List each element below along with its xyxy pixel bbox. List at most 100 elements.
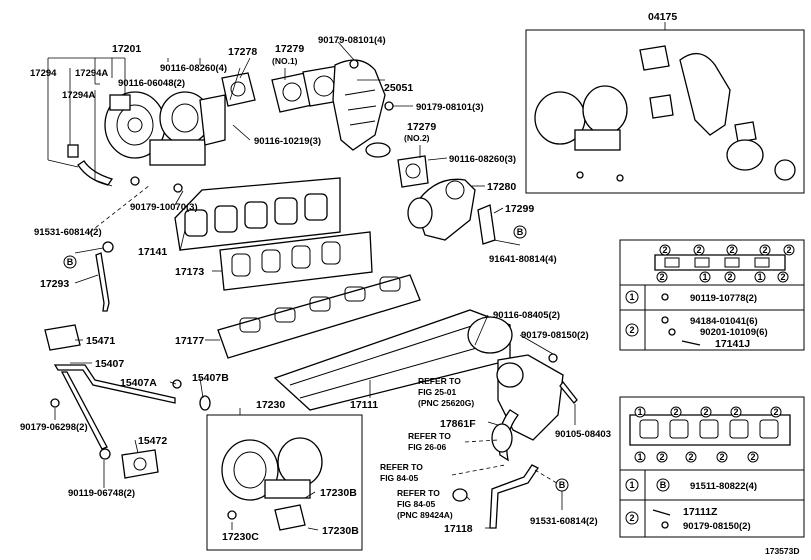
svg-text:2: 2 xyxy=(703,407,708,417)
label-90119-06748: 90119-06748(2) xyxy=(68,488,135,499)
label-17230b-2: 17230B xyxy=(322,525,359,537)
label-17861f: 17861F xyxy=(440,418,476,430)
svg-text:17141J: 17141J xyxy=(715,338,750,350)
gasket-17279-no2 xyxy=(397,155,429,188)
svg-text:2: 2 xyxy=(773,407,778,417)
reference-notes: REFER TO FIG 25-01 (PNC 25620G) REFER TO… xyxy=(380,376,474,520)
bolt-90179-06298 xyxy=(50,398,60,408)
gasket-17177 xyxy=(217,274,421,359)
label-90116-08260-4: 90116-08260(4) xyxy=(160,63,227,74)
svg-text:REFER TO: REFER TO xyxy=(418,376,461,386)
svg-text:2: 2 xyxy=(786,245,791,255)
intake-manifold-17111 xyxy=(273,309,513,411)
label-17293: 17293 xyxy=(40,278,69,290)
svg-text:1: 1 xyxy=(757,272,762,282)
label-15407: 15407 xyxy=(95,358,124,370)
label-90179-08101-3: 90179-08101(3) xyxy=(416,102,484,113)
kit-04175 xyxy=(534,45,796,182)
label-17111: 17111 xyxy=(350,399,378,411)
bolt-90119-06748 xyxy=(99,448,111,460)
bracket-17299 xyxy=(477,204,496,245)
label-17294a-1: 17294A xyxy=(75,68,108,79)
b-marker-bottom: B xyxy=(555,478,569,492)
pipe-15407 xyxy=(53,364,176,404)
label-91531-bot: 91531-60814(2) xyxy=(530,516,598,527)
exhaust-manifold-17141 xyxy=(174,177,341,251)
label-90179-06298: 90179-06298(2) xyxy=(20,422,88,433)
svg-text:2: 2 xyxy=(762,245,767,255)
label-90179-08150: 90179-08150(2) xyxy=(521,330,589,341)
pipe-17280 xyxy=(407,178,476,241)
label-17201: 17201 xyxy=(112,43,141,55)
svg-text:2: 2 xyxy=(696,245,701,255)
svg-text:FIG 84-05: FIG 84-05 xyxy=(397,499,436,509)
label-90116-10219: 90116-10219(3) xyxy=(254,136,321,147)
gasket-15472 xyxy=(121,449,159,479)
label-90105-08403: 90105-08403 xyxy=(555,429,611,440)
label-91641: 91641-80814(4) xyxy=(489,254,557,265)
svg-text:2: 2 xyxy=(629,513,634,523)
label-17279-no2: 17279 xyxy=(407,121,436,133)
svg-text:B: B xyxy=(517,227,524,237)
label-91531-top: 91531-60814(2) xyxy=(34,227,102,238)
label-17177: 17177 xyxy=(175,335,204,347)
union-15407b xyxy=(199,395,211,411)
svg-text:FIG 26-06: FIG 26-06 xyxy=(408,442,447,452)
diagram-id: 173573D xyxy=(765,546,800,556)
label-17230: 17230 xyxy=(256,399,285,411)
label-04175: 04175 xyxy=(648,11,677,23)
svg-text:2: 2 xyxy=(719,452,724,462)
b-marker-top: B xyxy=(63,255,77,269)
svg-text:90119-10778(2): 90119-10778(2) xyxy=(690,293,757,304)
label-17278: 17278 xyxy=(228,46,257,58)
label-17173: 17173 xyxy=(175,266,204,278)
sensor-89424a xyxy=(452,488,468,502)
label-15407a: 15407A xyxy=(120,377,157,389)
svg-text:17111Z: 17111Z xyxy=(683,506,718,518)
callout-labels: 17201 17294 17294A 17294A 90116-06048(2)… xyxy=(20,11,677,543)
label-17294a-2: 17294A xyxy=(62,90,95,101)
svg-text:91511-80822(4): 91511-80822(4) xyxy=(690,481,757,492)
svg-text:2: 2 xyxy=(629,325,634,335)
legend-17141-numbers: 2 2 2 2 2 2 1 2 1 2 1 2 xyxy=(625,244,795,337)
pipe-17118 xyxy=(489,464,539,529)
svg-text:2: 2 xyxy=(659,272,664,282)
legend-17111-numbers: 1 2 2 2 2 1 2 2 2 2 1 2 xyxy=(625,406,782,525)
label-90179-10070: 90179-10070(3) xyxy=(130,202,198,213)
clamp-17294a xyxy=(67,144,79,158)
catalytic-converter-25051 xyxy=(332,59,391,158)
label-90179-08101-4: 90179-08101(4) xyxy=(318,35,386,46)
svg-text:(PNC 25620G): (PNC 25620G) xyxy=(418,398,474,408)
svg-text:1: 1 xyxy=(702,272,707,282)
label-17280: 17280 xyxy=(487,181,516,193)
svg-text:2: 2 xyxy=(688,452,693,462)
svg-text:90201-10109(6): 90201-10109(6) xyxy=(700,327,768,338)
label-17279-no1-sub: (NO.1) xyxy=(272,56,298,66)
legend-17111-box xyxy=(619,396,805,538)
svg-text:B: B xyxy=(559,480,566,490)
svg-text:REFER TO: REFER TO xyxy=(380,462,423,472)
label-15407b: 15407B xyxy=(192,372,229,384)
svg-text:FIG 25-01: FIG 25-01 xyxy=(418,387,457,397)
svg-text:2: 2 xyxy=(673,407,678,417)
legend-17141-gasket xyxy=(654,254,786,271)
svg-text:2: 2 xyxy=(750,452,755,462)
svg-text:1: 1 xyxy=(637,452,642,462)
turbocharger-17201 xyxy=(104,91,226,166)
gasket-17278 xyxy=(221,72,256,107)
svg-text:1: 1 xyxy=(629,292,634,302)
gasket-17173 xyxy=(219,231,373,291)
legend-17141-box xyxy=(619,239,805,351)
label-17118: 17118 xyxy=(444,523,473,535)
turbo-17230-box xyxy=(206,414,363,551)
label-17230b-1: 17230B xyxy=(320,487,357,499)
label-15471: 15471 xyxy=(86,335,115,347)
egr-pipe xyxy=(491,354,564,462)
turbo-17230 xyxy=(221,437,323,531)
bolt-90179-10070 xyxy=(173,183,183,193)
label-90116-06048: 90116-06048(2) xyxy=(118,78,185,89)
label-17141: 17141 xyxy=(138,246,167,258)
bolt-15407a xyxy=(172,379,182,389)
svg-text:90179-08150(2): 90179-08150(2) xyxy=(683,521,751,532)
